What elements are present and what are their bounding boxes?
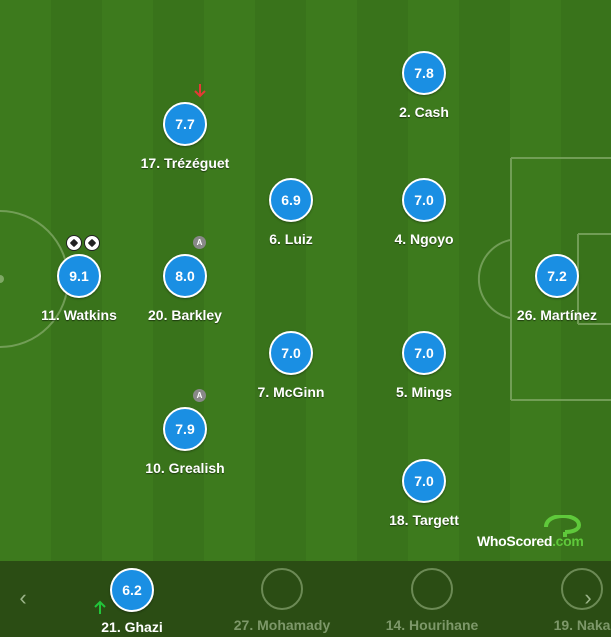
player-ngoyo[interactable]: 7.0 4. Ngoyo	[354, 178, 494, 247]
captain-icon: A	[193, 389, 206, 402]
player-grealish[interactable]: 7.9 10. Grealish	[115, 407, 255, 476]
unused-sub-circle	[411, 568, 453, 610]
player-name: 4. Ngoyo	[394, 231, 454, 247]
prev-subs-button[interactable]: ‹	[19, 585, 27, 610]
rating-badge: 6.2	[110, 568, 154, 612]
rating-badge: 7.0	[402, 331, 446, 375]
player-name: 6. Luiz	[269, 231, 313, 247]
rating-badge: 7.9	[163, 407, 207, 451]
player-luiz[interactable]: 6.9 6. Luiz	[221, 178, 361, 247]
player-name: 14. Hourihane	[385, 617, 479, 633]
goals-indicator	[66, 235, 100, 251]
rating-badge: 7.0	[402, 178, 446, 222]
rating-badge: 9.1	[57, 254, 101, 298]
sub-ghazi[interactable]: 6.2 21. Ghazi	[57, 568, 207, 635]
player-mcginn[interactable]: 7.0 7. McGinn	[221, 331, 361, 400]
player-name: 17. Trézéguet	[140, 155, 230, 171]
player-cash[interactable]: 7.8 2. Cash	[354, 51, 494, 120]
whoscored-logo-icon	[544, 515, 582, 537]
rating-badge: 7.2	[535, 254, 579, 298]
player-name: 10. Grealish	[145, 460, 225, 476]
rating-badge: 7.0	[269, 331, 313, 375]
substituted-on-icon	[94, 600, 106, 614]
player-name: 20. Barkley	[148, 307, 222, 323]
rating-badge: 8.0	[163, 254, 207, 298]
football-icon	[66, 235, 82, 251]
captain-icon: A	[193, 236, 206, 249]
logo-text: WhoScored.com	[477, 533, 584, 549]
substitutes-bar: ‹ › 6.2 21. Ghazi 27. Mohamady 14. Houri…	[0, 561, 611, 637]
player-name: 2. Cash	[399, 104, 449, 120]
player-name: 27. Mohamady	[233, 617, 331, 633]
player-barkley[interactable]: 8.0 20. Barkley	[115, 254, 255, 323]
sub-mohamady[interactable]: 27. Mohamady	[207, 568, 357, 633]
player-name: 11. Watkins	[41, 307, 117, 323]
football-icon	[84, 235, 100, 251]
rating-badge: 7.0	[402, 459, 446, 503]
player-name: 21. Ghazi	[101, 619, 163, 635]
player-name: 18. Targett	[389, 512, 459, 528]
player-mings[interactable]: 7.0 5. Mings	[354, 331, 494, 400]
rating-badge: 7.8	[402, 51, 446, 95]
player-name: 5. Mings	[395, 384, 452, 400]
player-name: 19. Naka	[553, 617, 611, 633]
unused-sub-circle	[561, 568, 603, 610]
substituted-off-icon	[194, 84, 206, 98]
player-trezeguet[interactable]: 7.7 17. Trézéguet	[115, 102, 255, 171]
player-name: 7. McGinn	[257, 384, 325, 400]
rating-badge: 7.7	[163, 102, 207, 146]
sub-hourihane[interactable]: 14. Hourihane	[357, 568, 507, 633]
player-watkins[interactable]: 9.1 11. Watkins	[9, 254, 149, 323]
rating-badge: 6.9	[269, 178, 313, 222]
whoscored-logo[interactable]: WhoScored.com	[477, 515, 603, 551]
pitch: 7.8 2. Cash 7.7 17. Trézéguet 6.9 6. Lui…	[0, 0, 611, 561]
sub-naka[interactable]: 19. Naka	[507, 568, 611, 633]
player-targett[interactable]: 7.0 18. Targett	[354, 459, 494, 528]
unused-sub-circle	[261, 568, 303, 610]
player-martinez[interactable]: 7.2 26. Martínez	[487, 254, 611, 323]
player-name: 26. Martínez	[516, 307, 598, 323]
